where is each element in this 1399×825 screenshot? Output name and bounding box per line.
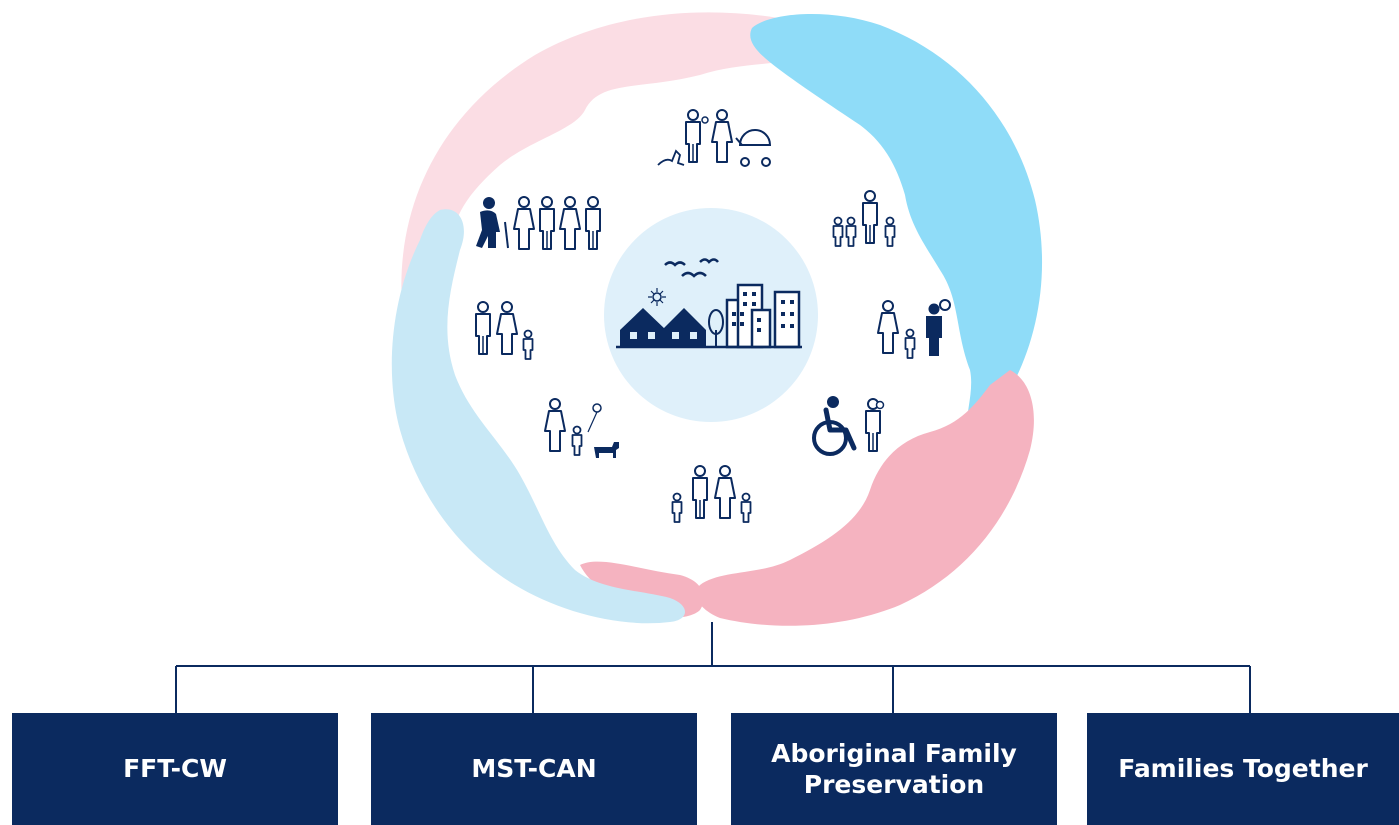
program-box-families-together: Families Together bbox=[1087, 713, 1399, 825]
wheelchair-user-with-child-icon bbox=[812, 396, 885, 456]
mother-with-children-icon bbox=[877, 299, 951, 359]
hand-left bbox=[391, 209, 685, 624]
parent-child-dog-icon bbox=[544, 398, 619, 458]
hand-right bbox=[750, 13, 1043, 445]
program-label: Families Together bbox=[1118, 754, 1368, 784]
family-of-four-icon bbox=[671, 465, 752, 523]
father-with-children-icon bbox=[832, 190, 896, 247]
program-box-aboriginal-family-preservation: Aboriginal Family Preservation bbox=[731, 713, 1057, 825]
city-community-icon bbox=[604, 208, 818, 422]
hand-bottom-right bbox=[580, 370, 1034, 626]
program-label: FFT-CW bbox=[123, 754, 227, 784]
program-box-mst-can: MST-CAN bbox=[371, 713, 697, 825]
four-hands-circle-icon bbox=[391, 12, 1043, 626]
family-with-pram-icon bbox=[657, 109, 772, 167]
program-label: Aboriginal Family Preservation bbox=[771, 738, 1017, 799]
hand-top-left bbox=[401, 12, 828, 305]
couple-with-child-icon bbox=[475, 301, 534, 360]
elder-with-family-icon bbox=[476, 196, 601, 250]
program-label: MST-CAN bbox=[471, 754, 597, 784]
connector-lines bbox=[175, 622, 1251, 713]
program-box-fft-cw: FFT-CW bbox=[12, 713, 338, 825]
